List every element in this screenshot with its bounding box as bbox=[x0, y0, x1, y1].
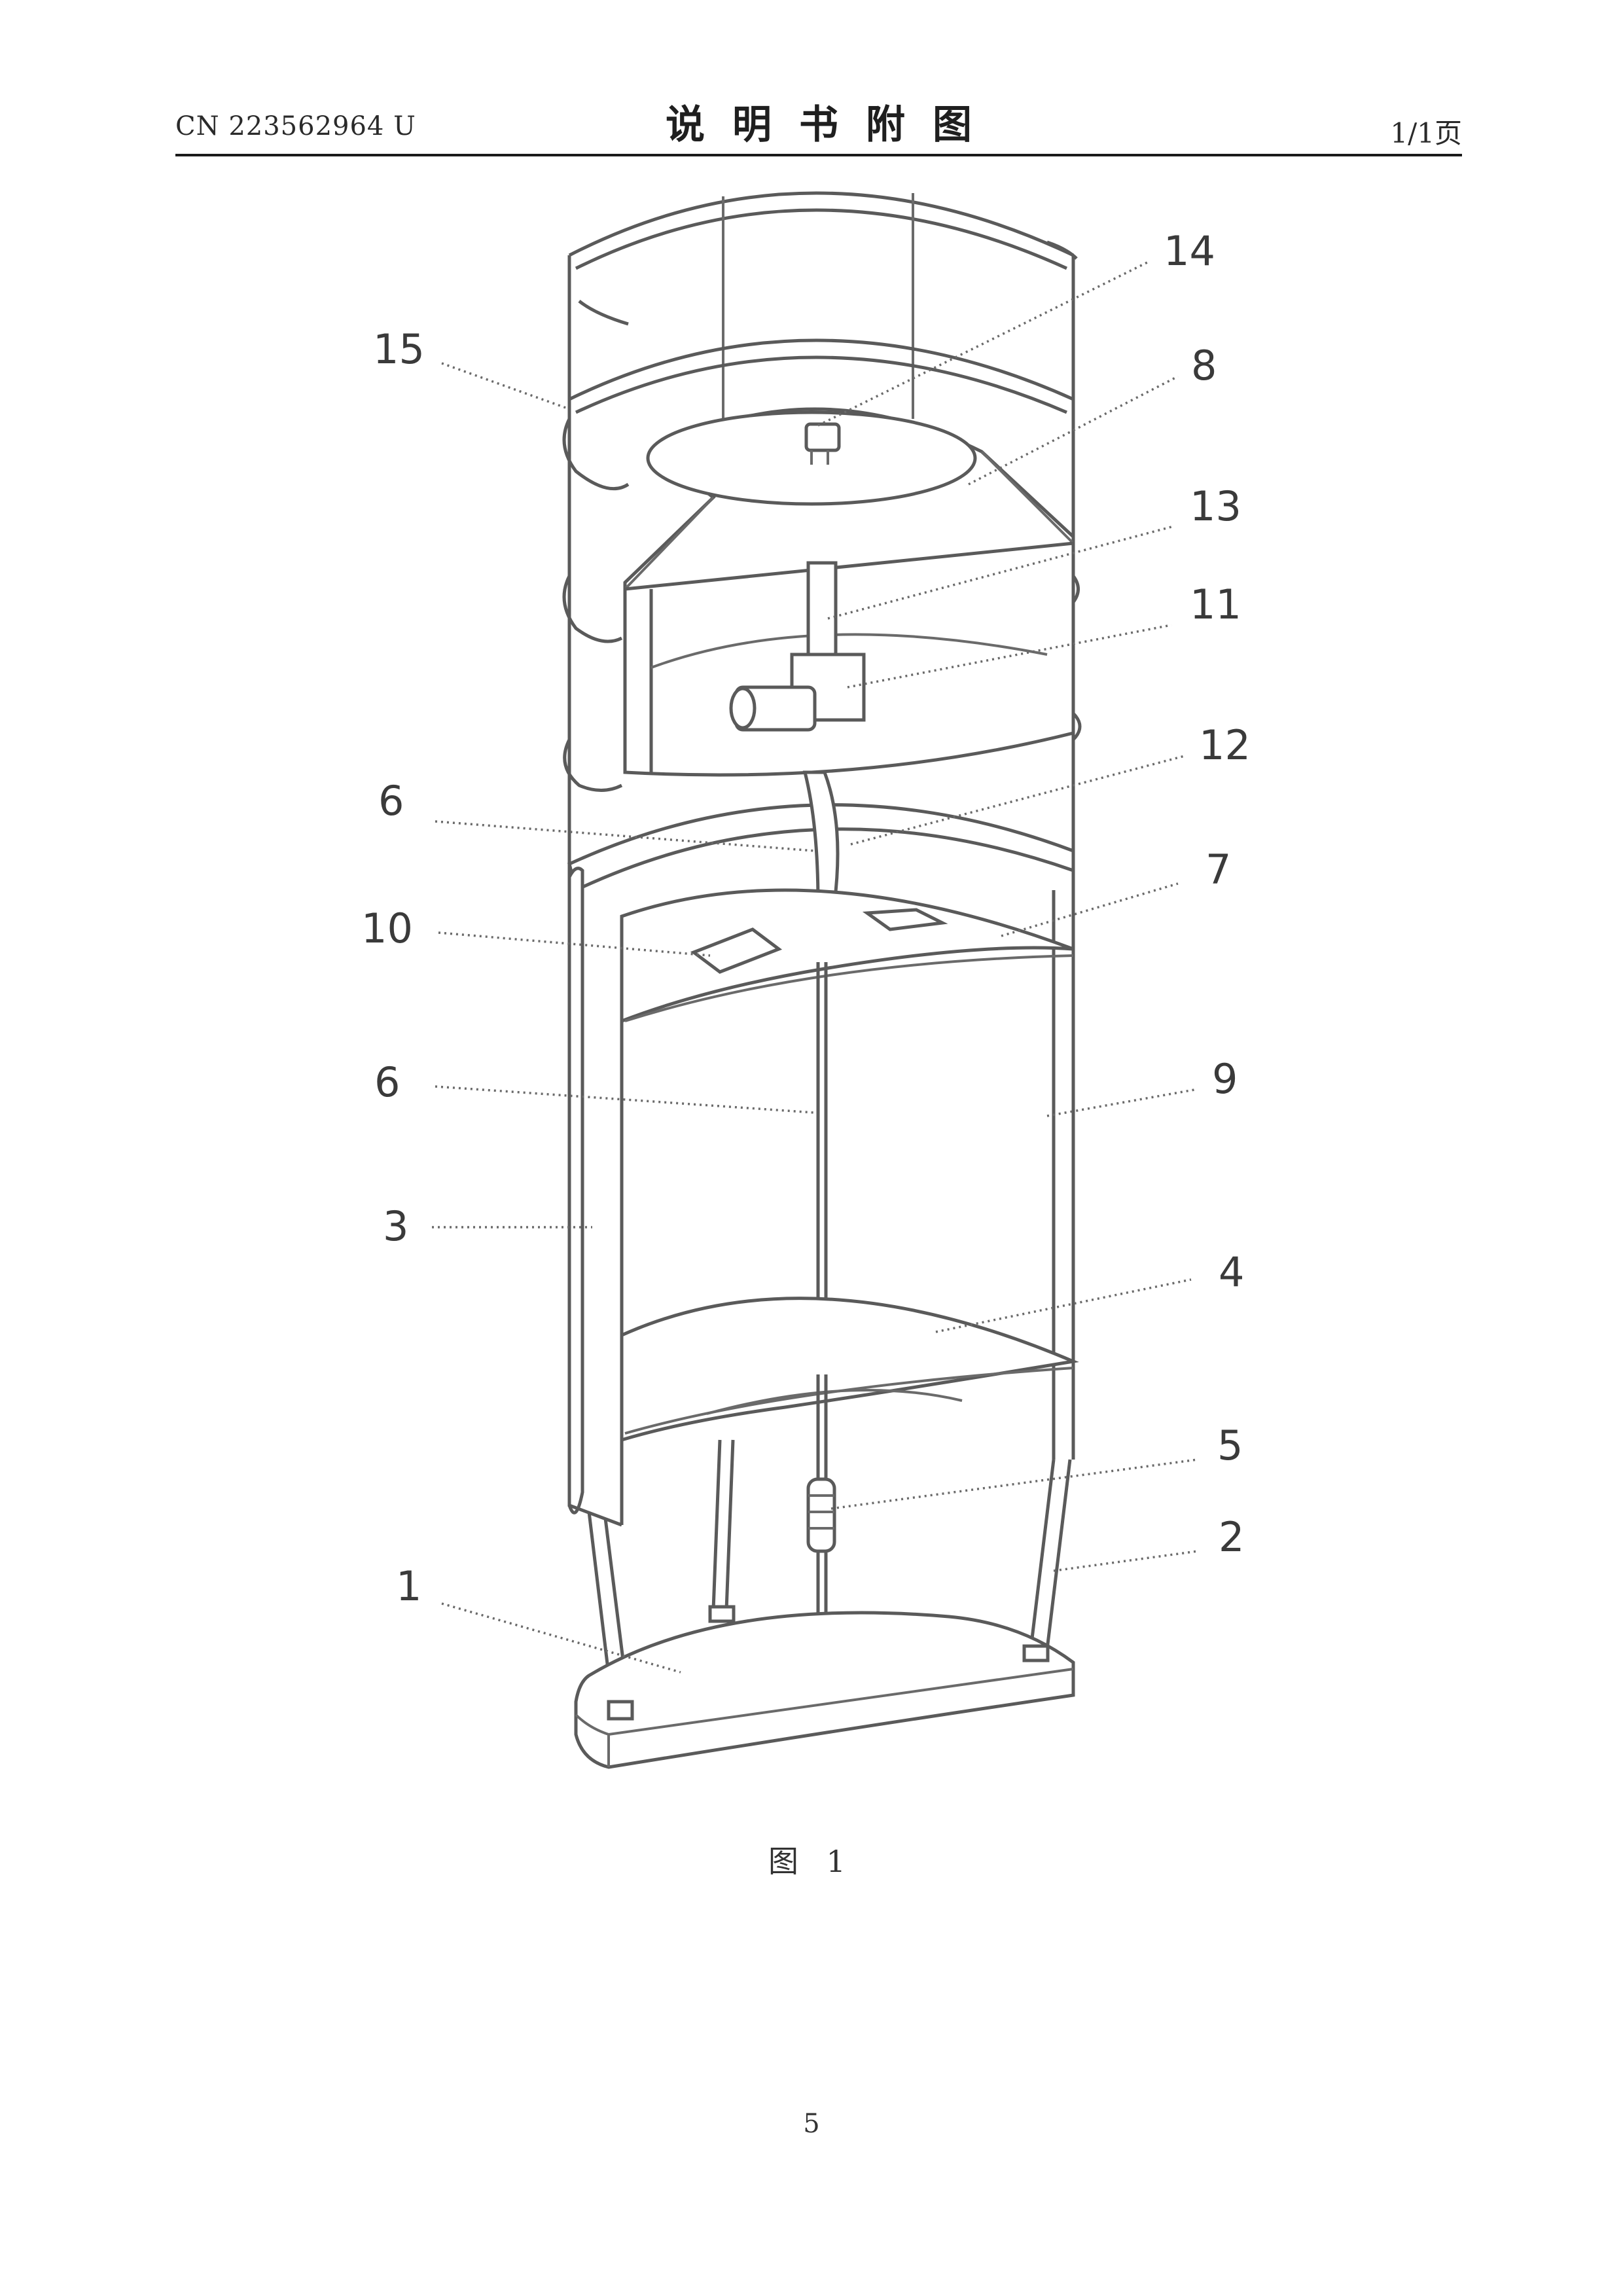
lower-plate bbox=[622, 1299, 1073, 1440]
ref-label-1: 1 bbox=[396, 1562, 421, 1610]
ref-label-7: 7 bbox=[1205, 846, 1231, 893]
ref-label-8: 8 bbox=[1191, 342, 1217, 389]
ref-label-10: 10 bbox=[361, 905, 413, 952]
ref-label-2: 2 bbox=[1219, 1513, 1244, 1561]
ref-label-9: 9 bbox=[1212, 1055, 1238, 1103]
ref-label-5: 5 bbox=[1217, 1422, 1243, 1469]
base-plate bbox=[576, 1607, 1073, 1767]
ref-label-6-upper: 6 bbox=[378, 777, 404, 825]
ref-label-15: 15 bbox=[373, 325, 425, 373]
ref-label-4: 4 bbox=[1219, 1248, 1244, 1296]
page-number: 5 bbox=[0, 2109, 1623, 2139]
ref-label-14: 14 bbox=[1164, 227, 1215, 275]
ref-label-13: 13 bbox=[1190, 482, 1241, 530]
ref-label-3: 3 bbox=[383, 1202, 408, 1250]
filter-plate bbox=[622, 890, 1073, 1021]
ref-label-12: 12 bbox=[1199, 721, 1251, 769]
ref-label-11: 11 bbox=[1190, 581, 1241, 628]
figure-caption: 图 1 bbox=[0, 1838, 1623, 1881]
ref-label-6-lower: 6 bbox=[374, 1058, 400, 1106]
